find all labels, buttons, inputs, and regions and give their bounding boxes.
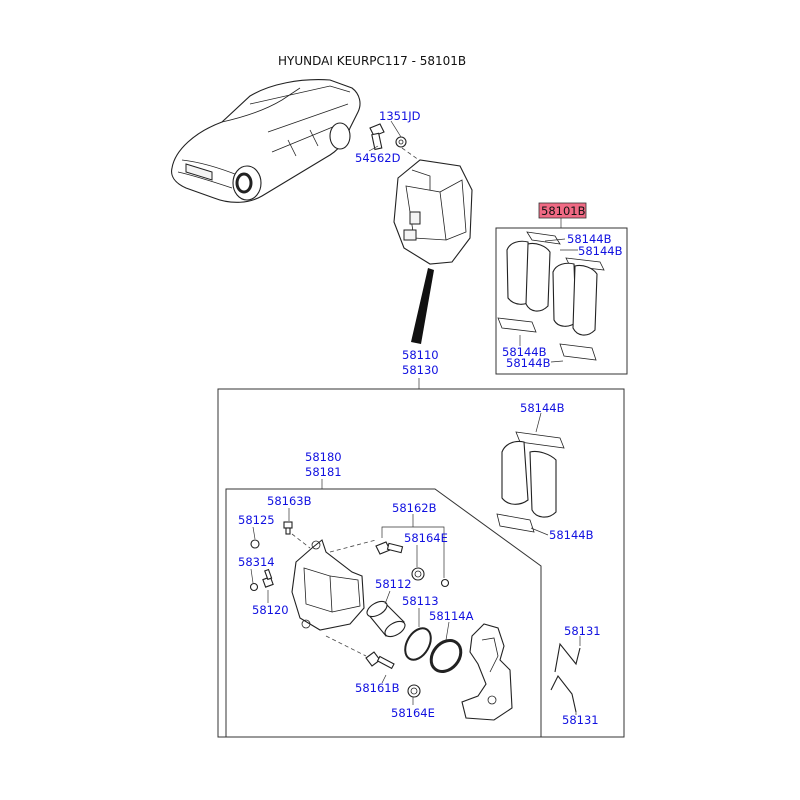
brake-pad-kit	[497, 231, 605, 361]
car-illustration	[171, 79, 361, 203]
guide-pin-58162b	[375, 541, 404, 555]
label-58101b[interactable]: 58101B	[541, 204, 586, 218]
label-kit-58144b-c[interactable]: 58144B	[502, 345, 547, 359]
anti-rattle-spring-upper	[554, 642, 581, 673]
label-58125[interactable]: 58125	[238, 513, 275, 527]
caliper-assembly-box	[217, 388, 625, 738]
label-58162b[interactable]: 58162B	[392, 501, 437, 515]
label-kit-58144b-d[interactable]: 58144B	[506, 356, 551, 370]
brake-pads-set	[496, 431, 565, 533]
boot-58114a	[429, 639, 463, 673]
label-58131-b[interactable]: 58131	[562, 713, 599, 727]
caliper-assembly-upper	[393, 159, 473, 265]
caliper-body	[291, 539, 365, 631]
caliper-bracket	[461, 623, 513, 721]
label-58163b[interactable]: 58163B	[267, 494, 312, 508]
label-pad-58144b-bottom[interactable]: 58144B	[549, 528, 594, 542]
label-58120[interactable]: 58120	[252, 603, 289, 617]
label-58181[interactable]: 58181	[305, 465, 342, 479]
label-pad-58144b-top[interactable]: 58144B	[520, 401, 565, 415]
label-58112[interactable]: 58112	[375, 577, 412, 591]
guide-bolt-58161b	[365, 651, 395, 670]
label-58180[interactable]: 58180	[305, 450, 342, 464]
label-58164e-b[interactable]: 58164E	[391, 706, 435, 720]
bleeder-screw-58120	[262, 568, 274, 588]
bleeder-cap-58125	[250, 539, 260, 549]
guide-bolt-54562d	[369, 123, 385, 151]
label-58114a[interactable]: 58114A	[429, 609, 474, 623]
label-kit-58144b-b[interactable]: 58144B	[578, 244, 623, 258]
seal-58113	[404, 627, 432, 661]
plug-small	[440, 578, 450, 588]
label-58161b[interactable]: 58161B	[355, 681, 400, 695]
cap-58314	[249, 582, 259, 592]
label-58164e-a[interactable]: 58164E	[404, 531, 448, 545]
label-58314[interactable]: 58314	[238, 555, 275, 569]
nut-1351jd	[395, 136, 407, 148]
label-58131-a[interactable]: 58131	[564, 624, 601, 638]
caliper-subassembly-box	[225, 488, 542, 738]
anti-rattle-spring-lower	[550, 674, 577, 713]
label-58130[interactable]: 58130	[402, 363, 439, 377]
label-58113[interactable]: 58113	[402, 594, 439, 608]
bolt-58163b	[283, 521, 293, 535]
piston-58112	[366, 600, 406, 638]
boot-58164e-lower	[407, 684, 421, 698]
boot-58164e-upper	[411, 567, 425, 581]
label-kit-58144b-a[interactable]: 58144B	[567, 232, 612, 246]
label-54562d[interactable]: 54562D	[355, 151, 401, 165]
highlight-box	[538, 202, 587, 219]
diagram-title: HYUNDAI KEURPC117 - 58101B	[278, 54, 466, 68]
label-1351jd[interactable]: 1351JD	[379, 109, 421, 123]
label-58110[interactable]: 58110	[402, 348, 439, 362]
pad-kit-box	[495, 227, 628, 375]
assembly-pointer	[411, 268, 434, 344]
